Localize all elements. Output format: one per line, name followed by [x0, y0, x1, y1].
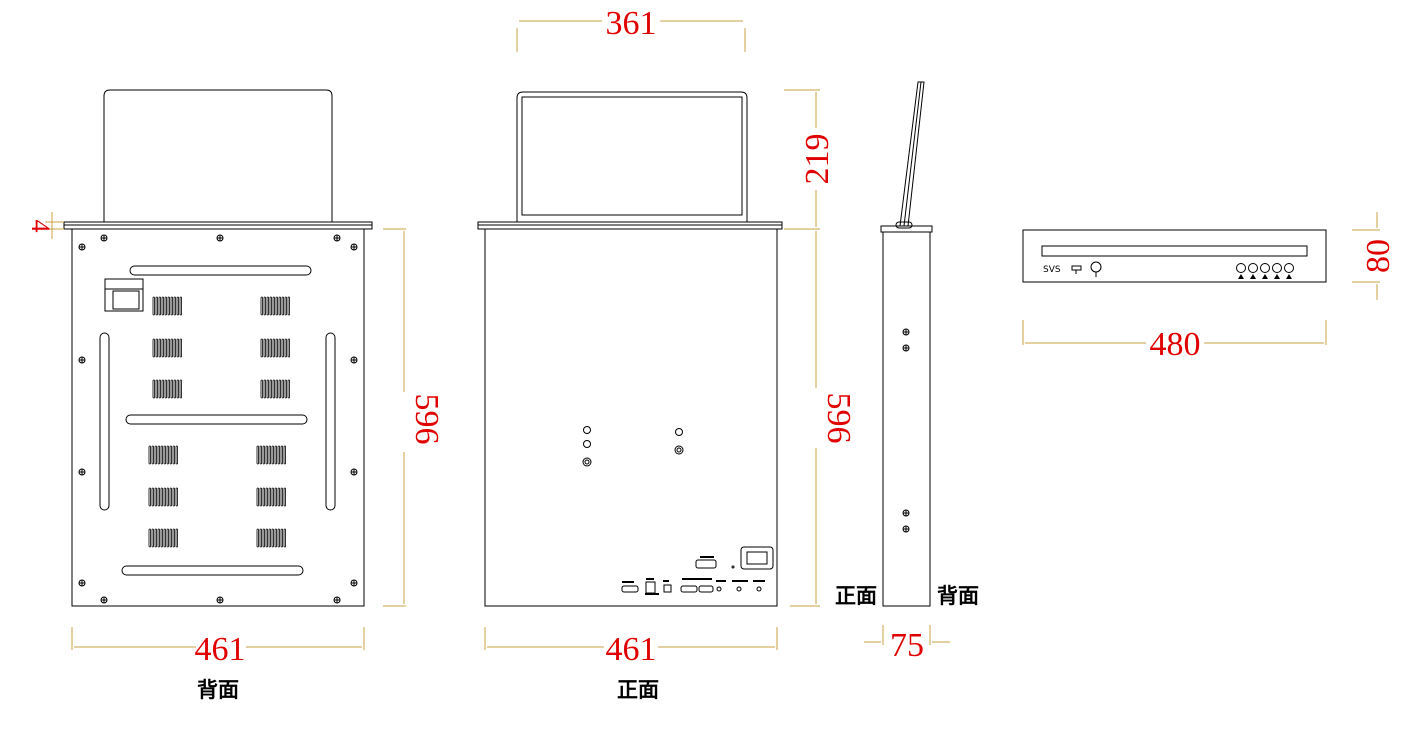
screw	[902, 525, 910, 533]
back-lip-label: 4	[26, 220, 55, 233]
back-view-slot	[99, 332, 110, 511]
vent-grille	[152, 379, 183, 399]
usb-port	[645, 581, 656, 594]
back-view-slot	[129, 265, 312, 276]
vent-grille	[148, 445, 179, 465]
power-inlet	[740, 546, 774, 570]
jack	[756, 586, 762, 592]
screw	[350, 356, 358, 364]
vent-grille	[152, 296, 183, 316]
vent-grille	[148, 528, 179, 548]
side-view-screws	[902, 328, 910, 533]
vent-grille	[256, 487, 287, 507]
screw	[350, 468, 358, 476]
control-box-body	[1022, 229, 1327, 283]
back-view	[63, 89, 373, 607]
front-view-hole	[675, 428, 683, 436]
front-view-screen	[516, 91, 748, 222]
front-view-knob	[674, 445, 684, 455]
control-box-slot	[1041, 245, 1308, 257]
vga-port	[695, 559, 717, 569]
front-screen-height-label: 219	[799, 134, 836, 185]
screw	[350, 579, 358, 587]
back-view-slot	[121, 565, 304, 576]
side-view-hinge	[895, 221, 913, 229]
front-height-label: 596	[820, 393, 857, 444]
front-view-body	[484, 228, 778, 607]
back-view-caption: 背面	[197, 678, 239, 702]
back-view-screws	[78, 234, 358, 604]
screw	[902, 344, 910, 352]
side-view-body	[882, 231, 931, 607]
front-view-port-markings	[622, 556, 765, 595]
control-button	[1284, 263, 1294, 279]
box-width-label: 480	[1150, 326, 1201, 363]
side-view-top-plate	[880, 225, 933, 233]
back-view-screen-panel	[103, 89, 333, 222]
front-view	[477, 91, 783, 607]
front-view-caption: 正面	[617, 678, 659, 702]
dc-port	[663, 584, 672, 593]
screw	[902, 509, 910, 517]
control-button	[1272, 263, 1282, 279]
back-view-vents	[148, 296, 291, 548]
control-box-buttons	[1236, 263, 1294, 279]
control-box	[1022, 229, 1327, 283]
back-view-body	[71, 228, 365, 607]
back-view-slot	[325, 332, 336, 511]
screw	[100, 234, 108, 242]
front-view-hole	[583, 440, 591, 448]
serial-port	[698, 585, 714, 593]
front-screen-width-label: 361	[606, 5, 657, 42]
side-back-caption: 背面	[937, 584, 979, 608]
jack	[736, 586, 742, 592]
box-height-label: 80	[1360, 239, 1397, 273]
control-box-brand: SVS	[1043, 265, 1061, 275]
power-key-icon	[1090, 261, 1102, 273]
front-width-label: 461	[606, 631, 657, 668]
side-front-caption: 正面	[835, 584, 877, 608]
screw	[78, 356, 86, 364]
screw	[333, 596, 341, 604]
control-button	[1248, 263, 1258, 279]
back-view-label-plate	[104, 278, 144, 312]
screw	[216, 596, 224, 604]
vent-grille	[148, 487, 179, 507]
control-button	[1260, 263, 1270, 279]
front-view-dimension-lines	[484, 20, 820, 650]
screw	[78, 579, 86, 587]
vent-grille	[256, 528, 287, 548]
vent-grille	[260, 338, 291, 358]
jack	[716, 586, 722, 592]
back-view-dimension-lines	[45, 212, 406, 650]
usb-icon	[1071, 265, 1082, 271]
screw	[78, 468, 86, 476]
serial-port	[680, 585, 698, 593]
front-view-knob	[582, 457, 592, 467]
db-port	[621, 585, 639, 593]
vent-grille	[260, 379, 291, 399]
screw	[100, 596, 108, 604]
front-view-screen-inner	[521, 96, 743, 216]
screw	[333, 234, 341, 242]
screw	[216, 234, 224, 242]
front-view-hole	[583, 426, 591, 434]
control-button	[1236, 263, 1246, 279]
side-view	[880, 81, 933, 607]
back-height-label: 596	[408, 394, 445, 445]
back-width-label: 461	[195, 631, 246, 668]
screw	[350, 243, 358, 251]
vent-grille	[152, 338, 183, 358]
vent-grille	[256, 445, 287, 465]
screw	[902, 328, 910, 336]
screw	[78, 243, 86, 251]
vent-grille	[260, 296, 291, 316]
side-depth-label: 75	[890, 627, 924, 664]
control-box-dimension-lines	[1022, 212, 1380, 345]
back-view-slot	[125, 414, 308, 425]
side-view-dimension-lines	[864, 625, 950, 645]
